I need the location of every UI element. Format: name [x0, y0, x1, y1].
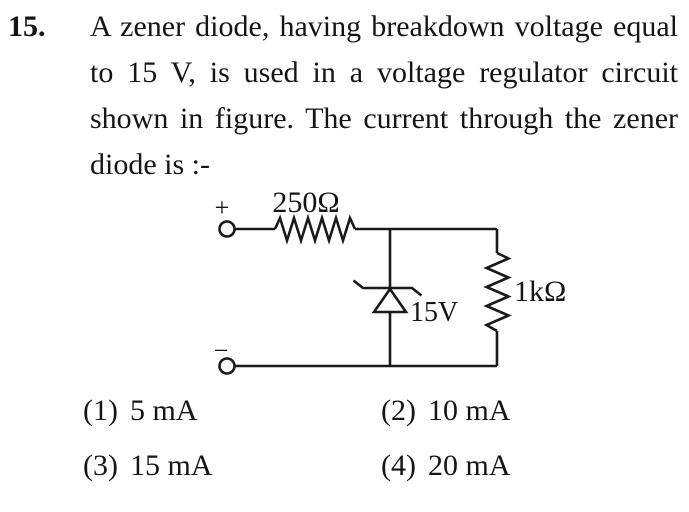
option-1: (1) 5 mA [83, 394, 198, 428]
option-4-number: (4) [381, 449, 416, 482]
series-resistor-label: 250Ω [272, 186, 339, 219]
minus-sign: − [214, 336, 229, 365]
option-3-value: 15 mA [130, 449, 213, 482]
option-2-value: 10 mA [428, 394, 511, 427]
question-line-2: to 15 V, is used in a voltage regulator … [90, 56, 678, 89]
question-text: A zener diode, having breakdown voltage … [90, 4, 678, 188]
zener-voltage-label: 15V [410, 297, 458, 328]
negative-terminal-icon [218, 357, 236, 375]
option-4-value: 20 mA [428, 449, 511, 482]
option-2: (2) 10 mA [381, 394, 511, 428]
question-line-1: A zener diode, having breakdown voltage … [90, 10, 678, 43]
option-3: (3) 15 mA [83, 449, 213, 483]
question-line-3: shown in figure. The current through the… [90, 102, 678, 135]
load-resistor-symbol [483, 251, 512, 333]
option-4: (4) 20 mA [381, 449, 511, 483]
load-resistor-label: 1kΩ [514, 275, 566, 308]
zener-triangle [371, 286, 409, 314]
question-line-4: diode is :- [90, 148, 210, 181]
option-1-number: (1) [83, 394, 118, 427]
plus-sign: + [215, 193, 230, 222]
zener-cathode-bar [352, 279, 423, 297]
question-number: 15. [8, 10, 46, 43]
positive-terminal-icon [218, 220, 236, 238]
option-2-number: (2) [381, 394, 416, 427]
series-resistor-symbol [273, 213, 357, 245]
option-1-value: 5 mA [130, 394, 198, 427]
option-3-number: (3) [83, 449, 118, 482]
